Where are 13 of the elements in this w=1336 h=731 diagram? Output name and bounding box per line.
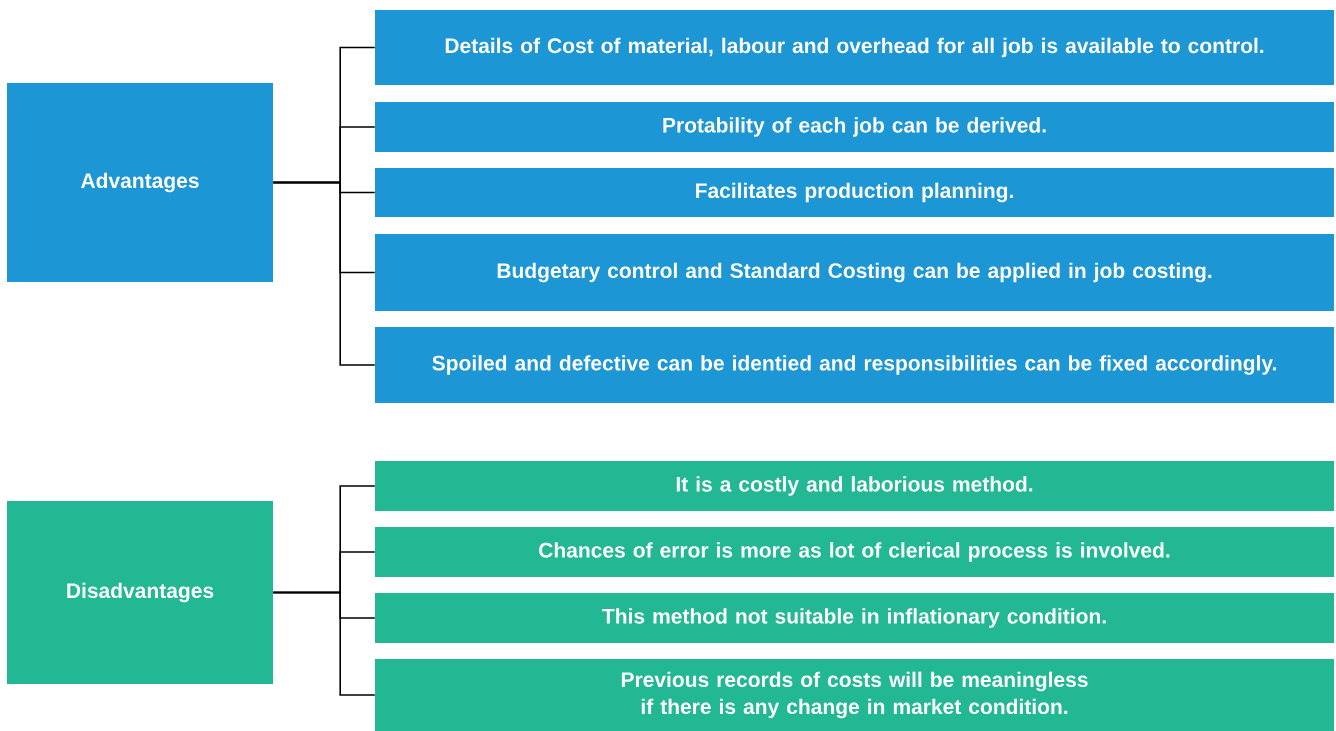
category-box: Disadvantages	[7, 501, 273, 684]
item-box: Budgetary control and Standard Costing can be applied in job costing.	[375, 234, 1334, 311]
item-box: Facilitates production planning.	[375, 168, 1334, 217]
item-box: This method not suitable in inflationary condition.	[375, 593, 1334, 643]
item-box: Protability of each job can be derived.	[375, 102, 1334, 152]
item-box: Chances of error is more as lot of clerical process is involved.	[375, 527, 1334, 577]
item-box: Spoiled and defective can be identied and responsibilities can be fixed accordingly.	[375, 327, 1334, 403]
item-box: It is a costly and laborious method.	[375, 461, 1334, 511]
connector-line	[272, 181, 376, 366]
item-box: Details of Cost of material, labour and overhead for all job is available to control.	[375, 10, 1334, 85]
category-box: Advantages	[7, 83, 273, 282]
connector-line	[272, 591, 376, 696]
item-box: Previous records of costs will be meaningless if there is any change in market condition.	[375, 659, 1334, 731]
